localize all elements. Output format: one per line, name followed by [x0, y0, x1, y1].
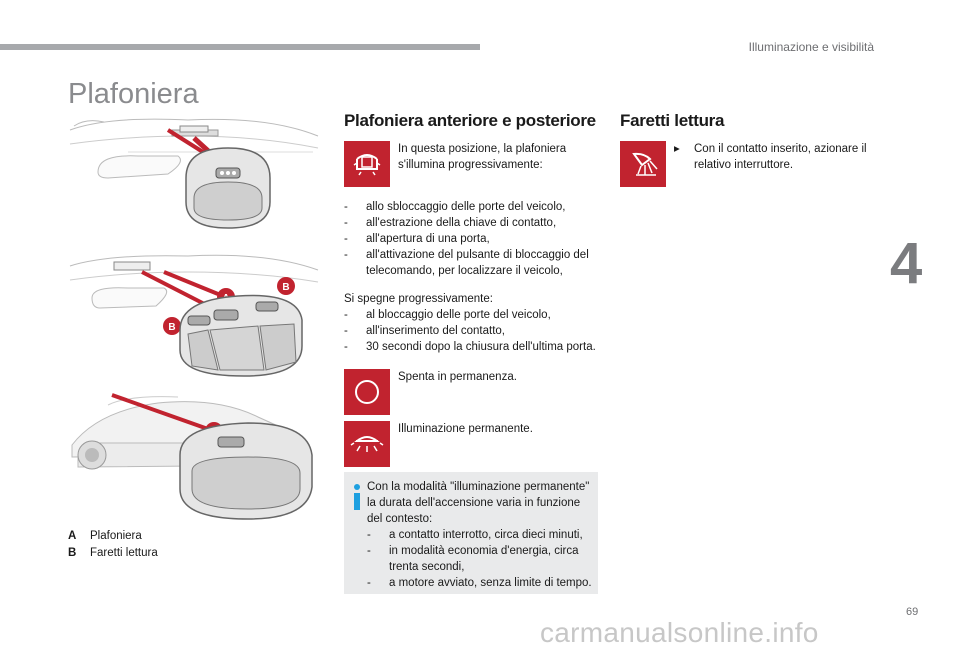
legend-label-b: Faretti lettura — [90, 547, 158, 559]
info-box: Con la modalità "illuminazione permanent… — [344, 472, 598, 594]
list-item: in modalità economia d'energia, circa tr… — [367, 543, 597, 575]
info-text: Con la modalità "illuminazione permanent… — [367, 481, 590, 525]
page-title: Plafoniera — [68, 78, 199, 110]
front-lamp-illustration: A — [69, 118, 319, 229]
arrow-bullet-icon: ▸ — [674, 143, 680, 155]
legend-label-a: Plafoniera — [90, 530, 142, 542]
vehicle-illustration: A — [71, 393, 313, 520]
legend-b: B Faretti lettura — [68, 547, 158, 559]
label-b-2: B — [168, 322, 175, 333]
off-intro: Si spegne progressivamente: — [344, 293, 493, 305]
list-item: all'estrazione della chiave di contatto, — [344, 215, 600, 231]
chapter-title: Illuminazione e visibilità — [748, 40, 874, 54]
legend-key-b: B — [68, 547, 77, 559]
list-item: all'inserimento del contatto, — [344, 323, 602, 339]
page-number: 69 — [906, 606, 919, 618]
auto-mode-text: In questa posizione, la plafoniera s'ill… — [398, 143, 567, 171]
permanent-mode-text: Illuminazione permanente. — [398, 423, 533, 435]
off-conditions-list: al bloccaggio delle porte del veicolo, a… — [344, 307, 602, 355]
list-item: all'apertura di una porta, — [344, 231, 600, 247]
rear-lamp-illustration: B A B — [69, 254, 319, 377]
info-icon — [354, 484, 360, 510]
reading-lights-title: Faretti lettura — [620, 111, 725, 130]
dome-light-icon — [344, 421, 390, 467]
list-item: 30 secondi dopo la chiusura dell'ultima … — [344, 339, 602, 355]
legend-a: A Plafoniera — [68, 530, 142, 542]
reading-light-icon — [620, 141, 666, 187]
legend-key-a: A — [68, 530, 77, 542]
info-list: a contatto interrotto, circa dieci minut… — [367, 527, 597, 591]
list-item: a motore avviato, senza limite di tempo. — [367, 575, 597, 591]
reading-instruction-text: Con il contatto inserito, azionare il re… — [694, 143, 867, 171]
door-lamp-icon — [344, 141, 390, 187]
reading-instruction: ▸ Con il contatto inserito, azionare il … — [674, 141, 874, 173]
circle-off-icon — [344, 369, 390, 415]
watermark: carmanualsonline.info — [540, 617, 819, 648]
off-mode-text: Spenta in permanenza. — [398, 371, 517, 383]
header-bar — [0, 44, 480, 50]
chapter-number: 4 — [890, 231, 923, 296]
on-conditions-list: allo sbloccaggio delle porte del veicolo… — [344, 199, 600, 279]
list-item: a contatto interrotto, circa dieci minut… — [367, 527, 597, 543]
list-item: allo sbloccaggio delle porte del veicolo… — [344, 199, 600, 215]
list-item: all'attivazione del pulsante di bloccagg… — [344, 247, 600, 279]
front-rear-title: Plafoniera anteriore e posteriore — [344, 111, 596, 130]
label-b-1: B — [282, 282, 289, 293]
list-item: al bloccaggio delle porte del veicolo, — [344, 307, 602, 323]
